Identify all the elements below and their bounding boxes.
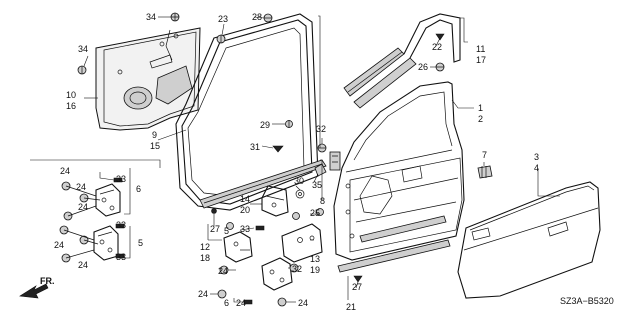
clip-23 [216, 34, 226, 44]
door-outer-skin [457, 181, 601, 299]
label-25: 25 [310, 208, 320, 218]
clip-29 [285, 120, 293, 128]
label-29: 29 [260, 120, 270, 130]
label-33: 24 [236, 298, 246, 308]
label-32: 32 [292, 264, 302, 274]
callout-labels: 34 23 28 34 10 16 9 15 29 31 22 26 11 17… [54, 12, 539, 312]
label-4: 4 [534, 163, 539, 173]
sash-molding [343, 13, 461, 109]
label-31: 31 [250, 142, 260, 152]
door-lower-strip [337, 239, 451, 273]
label-24: 24 [78, 202, 88, 212]
label-24: 24 [76, 182, 86, 192]
label-24: 24 [218, 266, 228, 276]
label-9: 9 [152, 130, 157, 140]
hinge-center-lower [261, 257, 293, 291]
label-27: 27 [210, 224, 220, 234]
label-18: 18 [200, 253, 210, 263]
label-30: 30 [294, 176, 304, 186]
label-23: 23 [218, 14, 228, 24]
clip-31 [272, 145, 284, 153]
bolt-32-upper [317, 143, 327, 153]
clip-26 [435, 62, 445, 72]
label-32: 32 [316, 124, 326, 134]
clip-35 [314, 163, 327, 177]
bolt-7 [477, 165, 493, 179]
label-26: 26 [418, 62, 428, 72]
label-7: 7 [482, 150, 487, 160]
hinge-upper-5-6 [95, 183, 121, 217]
label-6: 6 [224, 298, 229, 308]
label-24: 24 [60, 166, 70, 176]
label-27: 27 [352, 282, 362, 292]
label-24: 24 [298, 298, 308, 308]
label-33: 33 [116, 220, 126, 230]
label-33: 33 [240, 224, 250, 234]
label-11: 11 [476, 44, 485, 54]
diagram-code: SZ3A−B5320 [560, 296, 614, 306]
door-check-link [261, 185, 289, 217]
hinge-lower-5-6 [93, 225, 119, 261]
clip-34-left [77, 65, 87, 75]
label-24: 24 [78, 260, 88, 270]
label-5: 5 [224, 226, 229, 236]
label-10: 10 [66, 90, 76, 100]
label-21: 21 [346, 302, 356, 312]
clip-30 [295, 189, 305, 199]
label-2: 2 [478, 114, 483, 124]
door-inner-frame [333, 81, 465, 261]
label-15: 15 [150, 141, 160, 151]
label-33: 33 [116, 174, 126, 184]
hinge-washers-33 [113, 177, 125, 259]
label-34: 34 [78, 44, 88, 54]
label-22: 22 [432, 42, 442, 52]
label-3: 3 [534, 152, 539, 162]
door-sill-strip [199, 159, 327, 214]
label-14: 14 [240, 194, 250, 204]
group-divider [30, 159, 161, 168]
label-5: 5 [138, 238, 143, 248]
label-28: 28 [252, 12, 262, 22]
label-1: 1 [478, 103, 483, 113]
front-direction-label: FR. [40, 276, 55, 286]
label-6: 6 [136, 184, 141, 194]
clip-22 [435, 33, 445, 41]
label-8: 8 [320, 196, 325, 206]
label-16: 16 [66, 101, 76, 111]
label-20: 20 [240, 205, 250, 215]
front-direction-arrow [19, 283, 49, 299]
label-24: 24 [198, 289, 208, 299]
door-lining-panel [95, 27, 201, 131]
clip-34-top [170, 12, 180, 22]
label-35: 35 [312, 180, 322, 190]
label-13: 13 [310, 254, 320, 264]
hinge-bolts-left [59, 181, 101, 263]
label-12: 12 [200, 242, 210, 252]
clip-27-lower [353, 275, 363, 283]
label-19: 19 [310, 265, 320, 275]
label-34: 34 [146, 12, 156, 22]
leader-lines [83, 15, 560, 303]
clip-28 [263, 13, 273, 23]
label-33: 33 [116, 252, 126, 262]
label-17: 17 [476, 55, 486, 65]
hinge-bolts-center [217, 208, 324, 307]
label-24: 24 [54, 240, 64, 250]
hinge-center-upper [223, 231, 253, 263]
striker-8 [329, 151, 341, 171]
